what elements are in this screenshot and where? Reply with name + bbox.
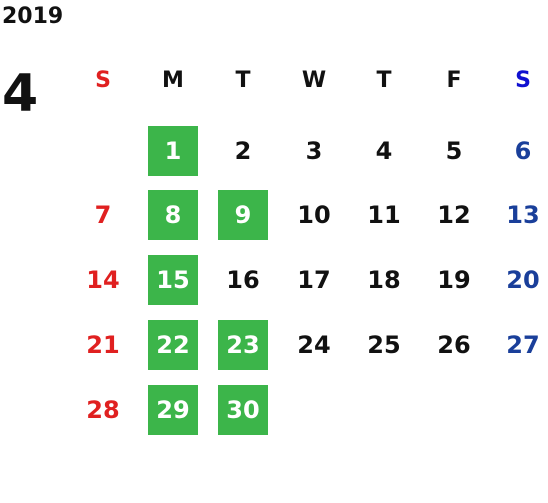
day-cell-8: 8 <box>148 190 198 240</box>
day-cell-17: 17 <box>297 266 331 294</box>
day-cell-13: 13 <box>506 201 540 229</box>
day-cell-9: 9 <box>218 190 268 240</box>
day-cell-30: 30 <box>218 385 268 435</box>
weekday-header-tuesday: T <box>235 68 251 93</box>
day-cell-10: 10 <box>297 201 331 229</box>
weekday-header-monday: M <box>162 68 184 93</box>
day-cell-11: 11 <box>367 201 401 229</box>
day-cell-23: 23 <box>218 320 268 370</box>
day-cell-20: 20 <box>506 266 540 294</box>
calendar-year: 2019 <box>2 4 64 29</box>
day-cell-22: 22 <box>148 320 198 370</box>
day-cell-24: 24 <box>297 331 331 359</box>
day-cell-25: 25 <box>367 331 401 359</box>
weekday-header-saturday: S <box>515 68 531 93</box>
day-cell-6: 6 <box>514 137 532 165</box>
weekday-header-friday: F <box>446 68 462 93</box>
day-cell-19: 19 <box>437 266 471 294</box>
weekday-header-thursday: T <box>376 68 392 93</box>
day-cell-27: 27 <box>506 331 540 359</box>
day-cell-12: 12 <box>437 201 471 229</box>
day-cell-18: 18 <box>367 266 401 294</box>
day-cell-29: 29 <box>148 385 198 435</box>
day-cell-26: 26 <box>437 331 471 359</box>
day-cell-21: 21 <box>86 331 120 359</box>
day-cell-15: 15 <box>148 255 198 305</box>
day-cell-4: 4 <box>375 137 393 165</box>
day-cell-16: 16 <box>226 266 260 294</box>
weekday-header-wednesday: W <box>301 68 327 93</box>
calendar-month: 4 <box>2 64 39 124</box>
day-cell-2: 2 <box>234 137 252 165</box>
day-cell-28: 28 <box>86 396 120 424</box>
day-cell-3: 3 <box>305 137 323 165</box>
weekday-header-sunday: S <box>95 68 111 93</box>
day-cell-7: 7 <box>94 201 112 229</box>
day-cell-14: 14 <box>86 266 120 294</box>
day-cell-1: 1 <box>148 126 198 176</box>
day-cell-5: 5 <box>445 137 463 165</box>
